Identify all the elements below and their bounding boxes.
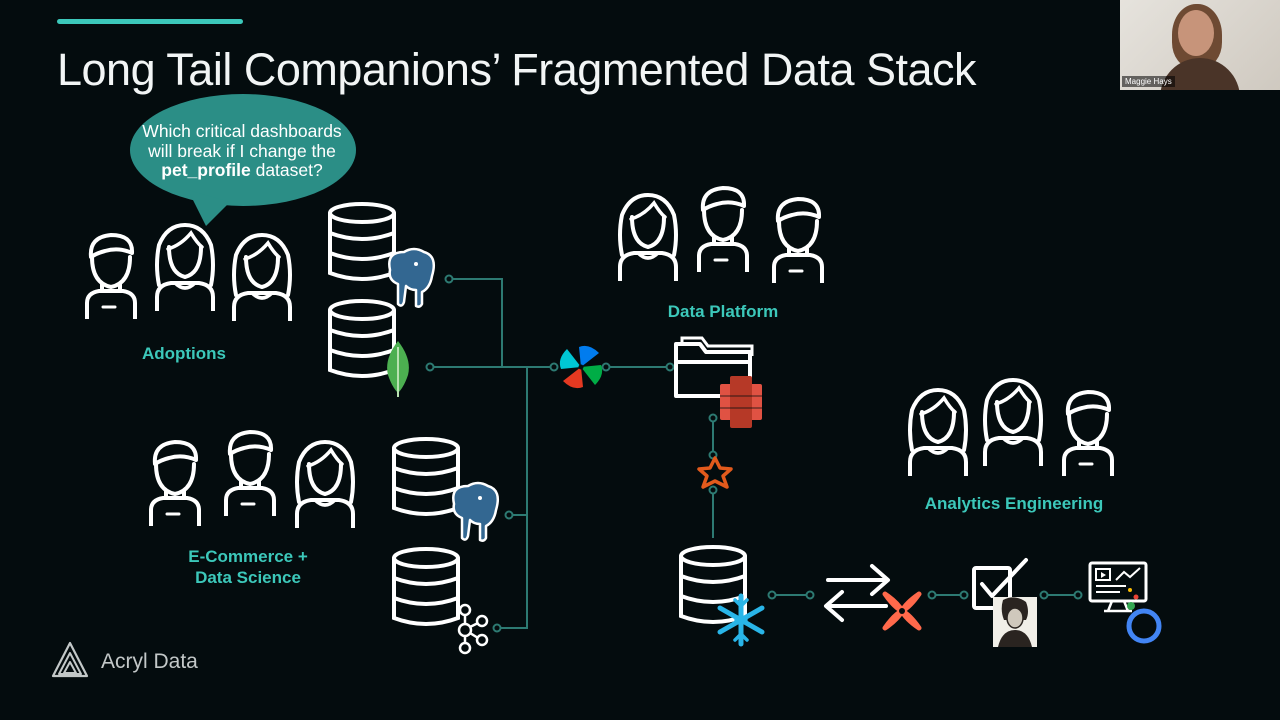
- spark-icon: [697, 456, 733, 489]
- ecommerce-postgres-database: [392, 437, 500, 542]
- team-label-data-platform: Data Platform: [667, 302, 779, 321]
- looker-dashboard-icon: [1088, 561, 1162, 644]
- user-icon: [772, 197, 824, 285]
- user-icon: [1062, 390, 1114, 478]
- participant-face: [1178, 10, 1214, 56]
- adoptions-team-icons: [85, 223, 292, 323]
- user-icon: [85, 233, 137, 321]
- speech-bubble: [130, 94, 356, 226]
- speech-bubble-text: Which critical dashboards will break if …: [106, 121, 378, 181]
- ecommerce-kafka-database: [392, 547, 489, 655]
- user-icon: [224, 430, 276, 518]
- great-expectations-icon: [993, 597, 1037, 647]
- user-icon: [697, 186, 749, 274]
- checkbox-icon: [972, 558, 1028, 610]
- dbt-icon: [882, 591, 922, 631]
- user-icon: [618, 193, 678, 283]
- database-icon: [328, 299, 396, 378]
- brand-name: Acryl Data: [101, 650, 198, 673]
- user-icon: [155, 223, 215, 313]
- user-icon: [983, 378, 1043, 468]
- bubble-line-2: will break if I change the: [148, 140, 336, 161]
- airflow-icon: [559, 345, 603, 389]
- dataset-name: pet_profile: [161, 160, 251, 180]
- bubble-line-3: pet_profile dataset?: [106, 160, 378, 181]
- connector-dots: [425, 274, 1083, 633]
- postgres-icon: [452, 481, 500, 542]
- team-label-ecommerce-line-2: Data Science: [195, 568, 301, 587]
- bubble-line-3-rest: dataset?: [250, 160, 323, 180]
- adoptions-mongodb-database: [328, 299, 410, 398]
- sync-arrows-icon: [824, 564, 890, 622]
- slide-title: Long Tail Companions’ Fragmented Data St…: [57, 44, 977, 95]
- user-icon: [232, 233, 292, 323]
- postgres-icon: [388, 247, 436, 308]
- bubble-line-1: Which critical dashboards: [142, 121, 342, 141]
- participant-name: Maggie Hays: [1122, 76, 1175, 87]
- user-icon: [908, 388, 968, 478]
- user-icon: [295, 440, 355, 530]
- connector-lines: [430, 278, 1078, 629]
- participant-video-tile[interactable]: Maggie Hays: [1120, 0, 1280, 90]
- team-label-ecommerce: E-Commerce + Data Science: [162, 546, 334, 588]
- brand-logo: Acryl Data: [50, 640, 210, 680]
- user-icon: [149, 440, 201, 528]
- database-icon: [328, 202, 396, 281]
- title-accent-bar: [57, 19, 243, 24]
- analytics-engineering-team-icons: [908, 378, 1114, 478]
- team-label-adoptions: Adoptions: [141, 344, 227, 363]
- s3-icon: [720, 376, 762, 428]
- team-label-ecommerce-line-1: E-Commerce +: [188, 547, 308, 566]
- team-label-analytics-engineering: Analytics Engineering: [924, 494, 1104, 513]
- snowflake-warehouse: [679, 545, 765, 647]
- kafka-icon: [457, 603, 489, 655]
- database-icon: [392, 547, 460, 626]
- snowflake-icon: [717, 593, 765, 647]
- ecommerce-team-icons: [149, 430, 355, 530]
- adoptions-postgres-database: [328, 202, 436, 308]
- acryl-logo-icon: [51, 641, 89, 678]
- database-icon: [679, 545, 747, 624]
- database-icon: [392, 437, 460, 516]
- data-platform-team-icons: [618, 186, 824, 285]
